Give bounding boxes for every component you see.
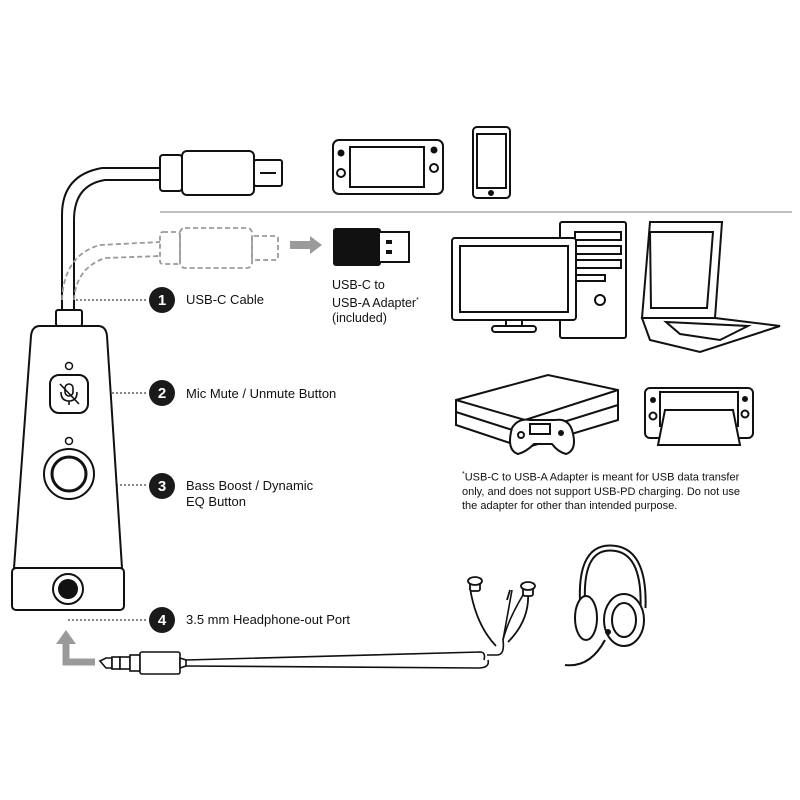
callout-usb-c-cable: 1 USB-C Cable	[149, 287, 264, 313]
usb-c-cable-ghost	[61, 227, 279, 301]
footnote-line: only, and does not support USB-PD chargi…	[462, 485, 741, 498]
callout-line: USB-C Cable	[186, 292, 265, 307]
adapter-label-text: USB-A Adapter	[332, 296, 417, 311]
handheld-console-icon	[332, 139, 444, 195]
docked-console-icon	[644, 387, 754, 446]
callout-line: EQ Button	[186, 494, 246, 509]
adapter-label: USB-C to USB-A Adapter* (included)	[332, 278, 419, 326]
adapter-footnote: *USB-C to USB-A Adapter is meant for USB…	[462, 468, 762, 513]
headphones-icon	[564, 544, 647, 667]
footnote-text: USB-C to USB-A Adapter is meant for USB …	[464, 471, 740, 484]
callout-label: USB-C Cable	[186, 292, 264, 308]
adapter-label-line: USB-A Adapter*	[332, 293, 419, 311]
callout-line: Bass Boost / Dynamic	[186, 478, 314, 493]
callout-line: Mic Mute / Unmute Button	[186, 386, 337, 401]
callout-number: 3	[149, 473, 175, 499]
audio-plug-icon	[98, 651, 187, 675]
footnote-line: *USB-C to USB-A Adapter is meant for USB…	[462, 468, 762, 485]
footnote-line: the adapter for other than intended purp…	[462, 499, 678, 512]
callout-label: Bass Boost / Dynamic EQ Button	[186, 478, 313, 510]
callout-bass-boost: 3 Bass Boost / Dynamic EQ Button	[149, 473, 313, 510]
arrow-up-icon	[62, 640, 95, 666]
game-console-icon	[455, 373, 619, 456]
callout-mic-mute: 2 Mic Mute / Unmute Button	[149, 380, 336, 406]
usb-dac-device	[11, 309, 125, 611]
footnote-mark: *	[462, 471, 465, 478]
callout-line: 3.5 mm Headphone-out Port	[186, 612, 351, 627]
usb-adapter-icon	[333, 228, 410, 266]
earphones-icon	[467, 576, 536, 647]
audio-cable	[185, 589, 524, 669]
adapter-label-line: USB-C to	[332, 278, 385, 292]
headphone-port	[52, 573, 84, 605]
usb-c-cable	[61, 150, 283, 318]
callout-number: 4	[149, 607, 175, 633]
desktop-pc-icon	[451, 221, 627, 339]
callout-number: 1	[149, 287, 175, 313]
callout-label: Mic Mute / Unmute Button	[186, 386, 336, 402]
arrow-right-icon	[290, 236, 322, 254]
footnote-mark: *	[416, 297, 419, 304]
adapter-label-line: (included)	[332, 311, 387, 326]
smartphone-icon	[472, 126, 511, 199]
bass-boost-button[interactable]	[43, 448, 95, 500]
mic-off-icon	[59, 383, 80, 405]
callout-headphone-port: 4 3.5 mm Headphone-out Port	[149, 607, 350, 633]
mic-mute-button[interactable]	[49, 374, 89, 414]
callout-label: 3.5 mm Headphone-out Port	[186, 612, 350, 628]
callout-number: 2	[149, 380, 175, 406]
laptop-icon	[640, 221, 781, 354]
